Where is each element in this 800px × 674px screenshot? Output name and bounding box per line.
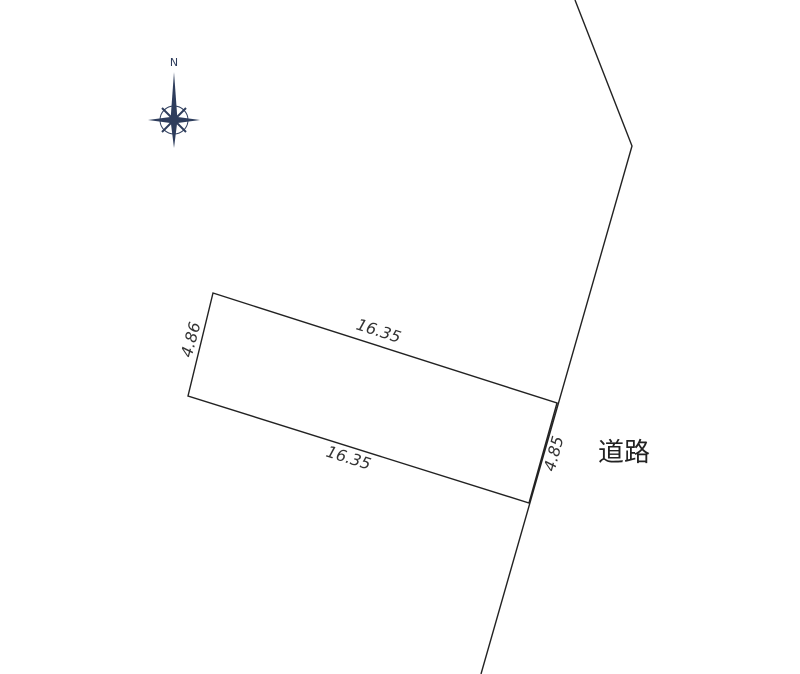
dimension-left: 4.86 xyxy=(177,320,205,359)
dimension-top: 16.35 xyxy=(354,315,403,347)
north-compass-icon: N xyxy=(148,56,200,148)
dimension-right: 4.85 xyxy=(540,434,568,473)
north-label: N xyxy=(170,56,178,69)
road-boundary-line xyxy=(480,0,633,674)
lot-outline xyxy=(187,292,558,504)
road-label: 道路 xyxy=(598,438,650,468)
